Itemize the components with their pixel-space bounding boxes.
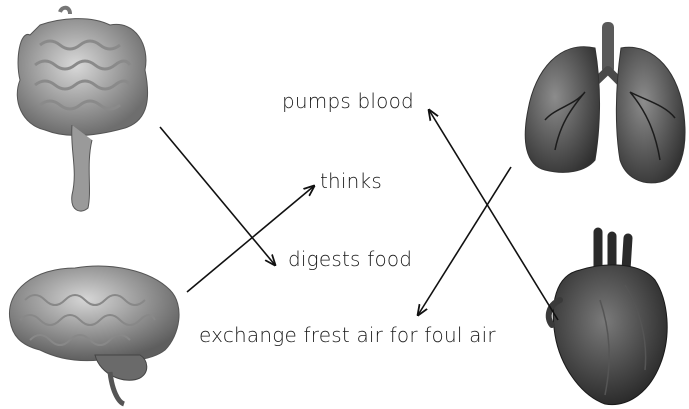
brain-image	[9, 266, 179, 404]
arrow-intestines-to-digests	[160, 127, 275, 265]
label-exchange-air: exchange frest air for foul air	[199, 323, 496, 347]
label-pumps-blood: pumps blood	[282, 89, 414, 113]
arrow-lungs-to-exchange	[418, 167, 511, 315]
intestines-image	[17, 8, 147, 211]
lungs-image	[525, 22, 685, 183]
label-digests-food: digests food	[288, 247, 412, 271]
heart-image	[549, 232, 667, 405]
arrow-brain-to-thinks	[187, 186, 314, 292]
label-thinks: thinks	[320, 169, 382, 193]
